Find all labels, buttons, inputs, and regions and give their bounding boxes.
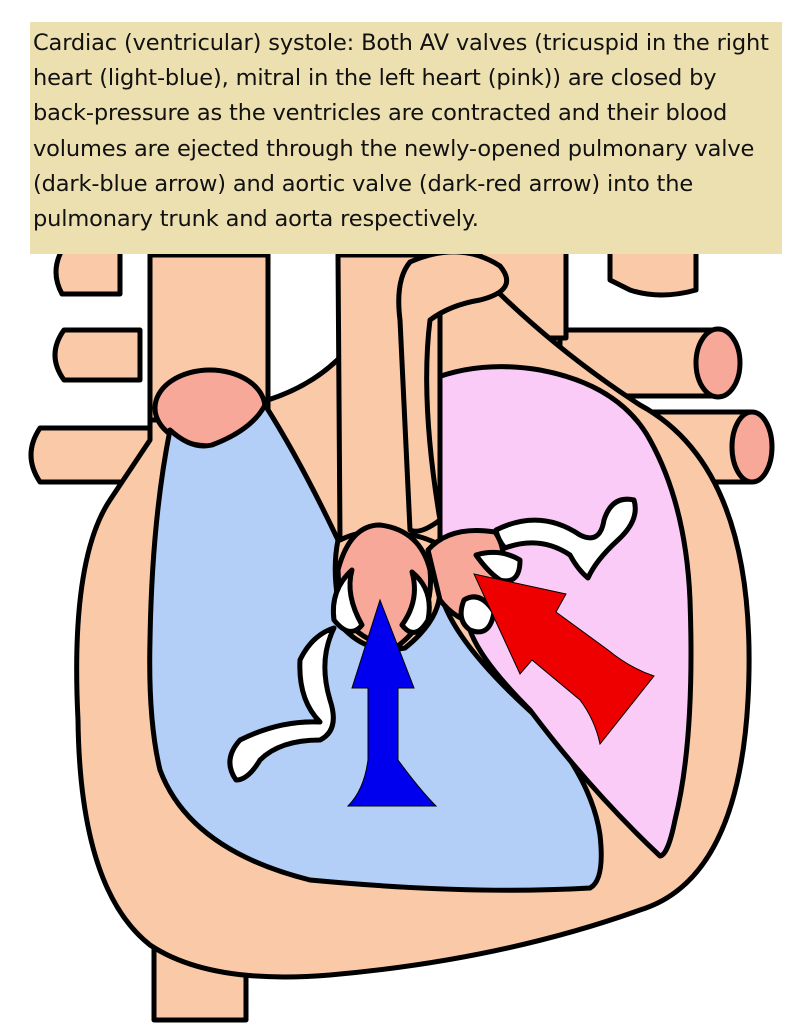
pulmonary-valve-leaflet-left <box>330 567 365 634</box>
pulmonary-flow-arrow-icon <box>346 598 438 807</box>
caption-text: Cardiac (ventricular) systole: Both AV v… <box>33 30 769 233</box>
upper-right-vessel-b <box>607 247 699 298</box>
pulmonary-valve-leaflet-right <box>399 569 432 635</box>
mitral-valve-leaflet <box>493 496 638 581</box>
aortic-arch <box>396 249 510 534</box>
aortic-flow-arrow-icon <box>473 573 655 746</box>
aortic-valve-leaflet-upper <box>473 549 523 584</box>
aortic-valve-leaflet-lower <box>458 594 497 635</box>
right-vein-lower-opening <box>729 409 775 485</box>
caption-box: Cardiac (ventricular) systole: Both AV v… <box>30 22 782 254</box>
left-vein-middle <box>52 327 143 383</box>
tricuspid-valve-leaflet <box>227 625 337 783</box>
right-vein-upper-opening <box>693 326 743 400</box>
left-vein-lower <box>28 425 163 485</box>
left-vein-upper <box>53 247 123 297</box>
